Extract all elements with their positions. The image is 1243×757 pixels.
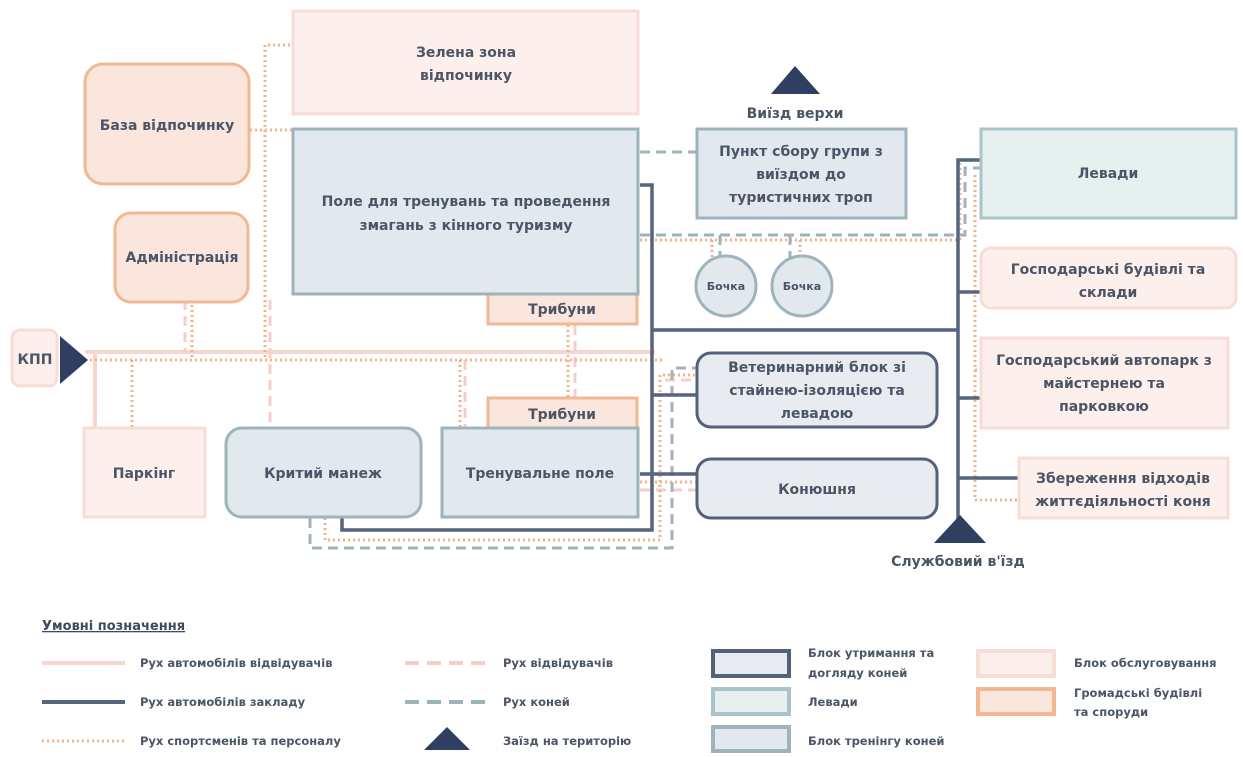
block-field: Поле для тренувань та проведення змагань… — [291, 127, 640, 296]
block-base: База відпочинку — [83, 62, 251, 186]
block-training-field-label: Тренувальне поле — [466, 466, 614, 482]
legend-keeping-line-2: догляду коней — [808, 666, 907, 680]
legend-visitor-cars: Рух автомобілів відвідувачів — [140, 656, 333, 670]
block-garage-line-2: майстернею та — [1043, 376, 1165, 392]
legend-public-line-2: та споруди — [1074, 705, 1148, 719]
block-tribunes-bottom-label: Трибуни — [528, 407, 596, 423]
legend-school-cars: Рух автомобілів закладу — [140, 695, 306, 709]
legend-training-swatch — [711, 725, 791, 753]
block-vet-line-1: Ветеринарний блок зі — [728, 360, 906, 376]
block-vet-line-3: левадою — [781, 406, 854, 422]
legend-keeping-swatch — [711, 649, 791, 678]
block-meeting-point-line-3: туристичних троп — [729, 190, 873, 206]
block-training-field: Тренувальне поле — [440, 426, 640, 519]
legend-service-swatch — [976, 649, 1056, 678]
block-barrel-2: Бочка — [770, 254, 834, 318]
block-garage: Господарський автопарк з майстернею та п… — [979, 336, 1230, 430]
block-base-label: База відпочинку — [100, 118, 235, 134]
legend-horses: Рух коней — [503, 695, 570, 709]
block-admin: Адміністрація — [113, 211, 250, 304]
block-meeting-point: Пункт сбору групи з виїздом до туристичн… — [695, 127, 908, 220]
legend-entry: Заїзд на територію — [503, 734, 631, 748]
exit-top-label: Виїзд верхи — [747, 106, 844, 122]
block-tribunes-top: Трибуни — [486, 291, 639, 326]
block-farm-buildings-line-2: склади — [1079, 285, 1138, 301]
block-parking: Паркінг — [82, 426, 207, 519]
block-garage-line-3: парковкою — [1059, 399, 1149, 415]
block-tribunes-bottom: Трибуни — [486, 396, 639, 430]
block-field-line-1: Поле для тренувань та проведення — [322, 194, 611, 210]
entry-service-marker: Службовий в'їзд — [891, 515, 1025, 570]
block-waste-line-2: життєдіяльності коня — [1035, 494, 1211, 510]
block-stable-label: Конюшня — [778, 482, 856, 498]
block-barrel-2-label: Бочка — [783, 280, 821, 293]
block-vet: Ветеринарний блок зі стайнею-ізоляцією т… — [695, 351, 939, 429]
block-farm-buildings: Господарські будівлі та склади — [979, 246, 1238, 310]
block-barrel-1: Бочка — [694, 254, 758, 318]
block-barrel-1-label: Бочка — [707, 280, 745, 293]
block-garage-line-1: Господарський автопарк з — [996, 353, 1212, 369]
block-levady-label: Левади — [1078, 166, 1139, 182]
block-parking-label: Паркінг — [113, 466, 175, 482]
exit-service-label: Службовий в'їзд — [891, 554, 1025, 570]
horse-lines — [308, 150, 985, 550]
block-meeting-point-line-1: Пункт сбору групи з — [719, 144, 883, 160]
block-kpp: КПП — [10, 328, 59, 388]
block-meeting-point-line-2: виїздом до — [756, 167, 846, 183]
entry-top-marker: Виїзд верхи — [747, 66, 844, 122]
block-green-zone-line-2: відпочинку — [420, 68, 512, 84]
block-waste: Збереження відходів життєдіяльності коня — [1017, 456, 1230, 520]
block-levady: Левади — [979, 127, 1238, 220]
block-green-zone: Зелена зона відпочинку — [291, 9, 640, 116]
block-vet-line-2: стайнею-ізоляцією та — [729, 383, 905, 399]
visitor-car-lines — [85, 350, 655, 430]
block-field-line-2: змагань з кінного туризму — [359, 218, 572, 234]
legend-pastures: Левади — [808, 695, 858, 709]
block-manege-label: Критий манеж — [264, 466, 382, 482]
legend-staff: Рух спортсменів та персоналу — [140, 734, 341, 748]
block-waste-line-1: Збереження відходів — [1036, 471, 1210, 487]
block-farm-buildings-line-1: Господарські будівлі та — [1011, 262, 1206, 278]
entry-kpp-marker — [60, 336, 88, 384]
legend-public-line-1: Громадські будівлі — [1074, 686, 1202, 700]
legend-service: Блок обслуговування — [1074, 656, 1217, 670]
legend-keeping-line-1: Блок утримання та — [808, 646, 934, 660]
block-kpp-label: КПП — [18, 352, 53, 368]
legend-pastures-swatch — [711, 687, 791, 716]
block-stable: Конюшня — [695, 457, 939, 520]
legend: Умовні позначення Рух автомобілів відвід… — [42, 619, 1217, 753]
legend-visitors: Рух відвідувачів — [503, 656, 613, 670]
movement-lines — [80, 43, 1020, 550]
block-green-zone-line-1: Зелена зона — [416, 45, 516, 61]
block-tribunes-top-label: Трибуни — [528, 302, 596, 318]
legend-entry-triangle — [424, 727, 470, 750]
block-admin-label: Адміністрація — [126, 250, 239, 266]
legend-title: Умовні позначення — [42, 619, 185, 634]
legend-public-swatch — [976, 687, 1056, 716]
block-manege: Критий манеж — [224, 426, 423, 519]
legend-training: Блок тренінгу коней — [808, 734, 944, 748]
